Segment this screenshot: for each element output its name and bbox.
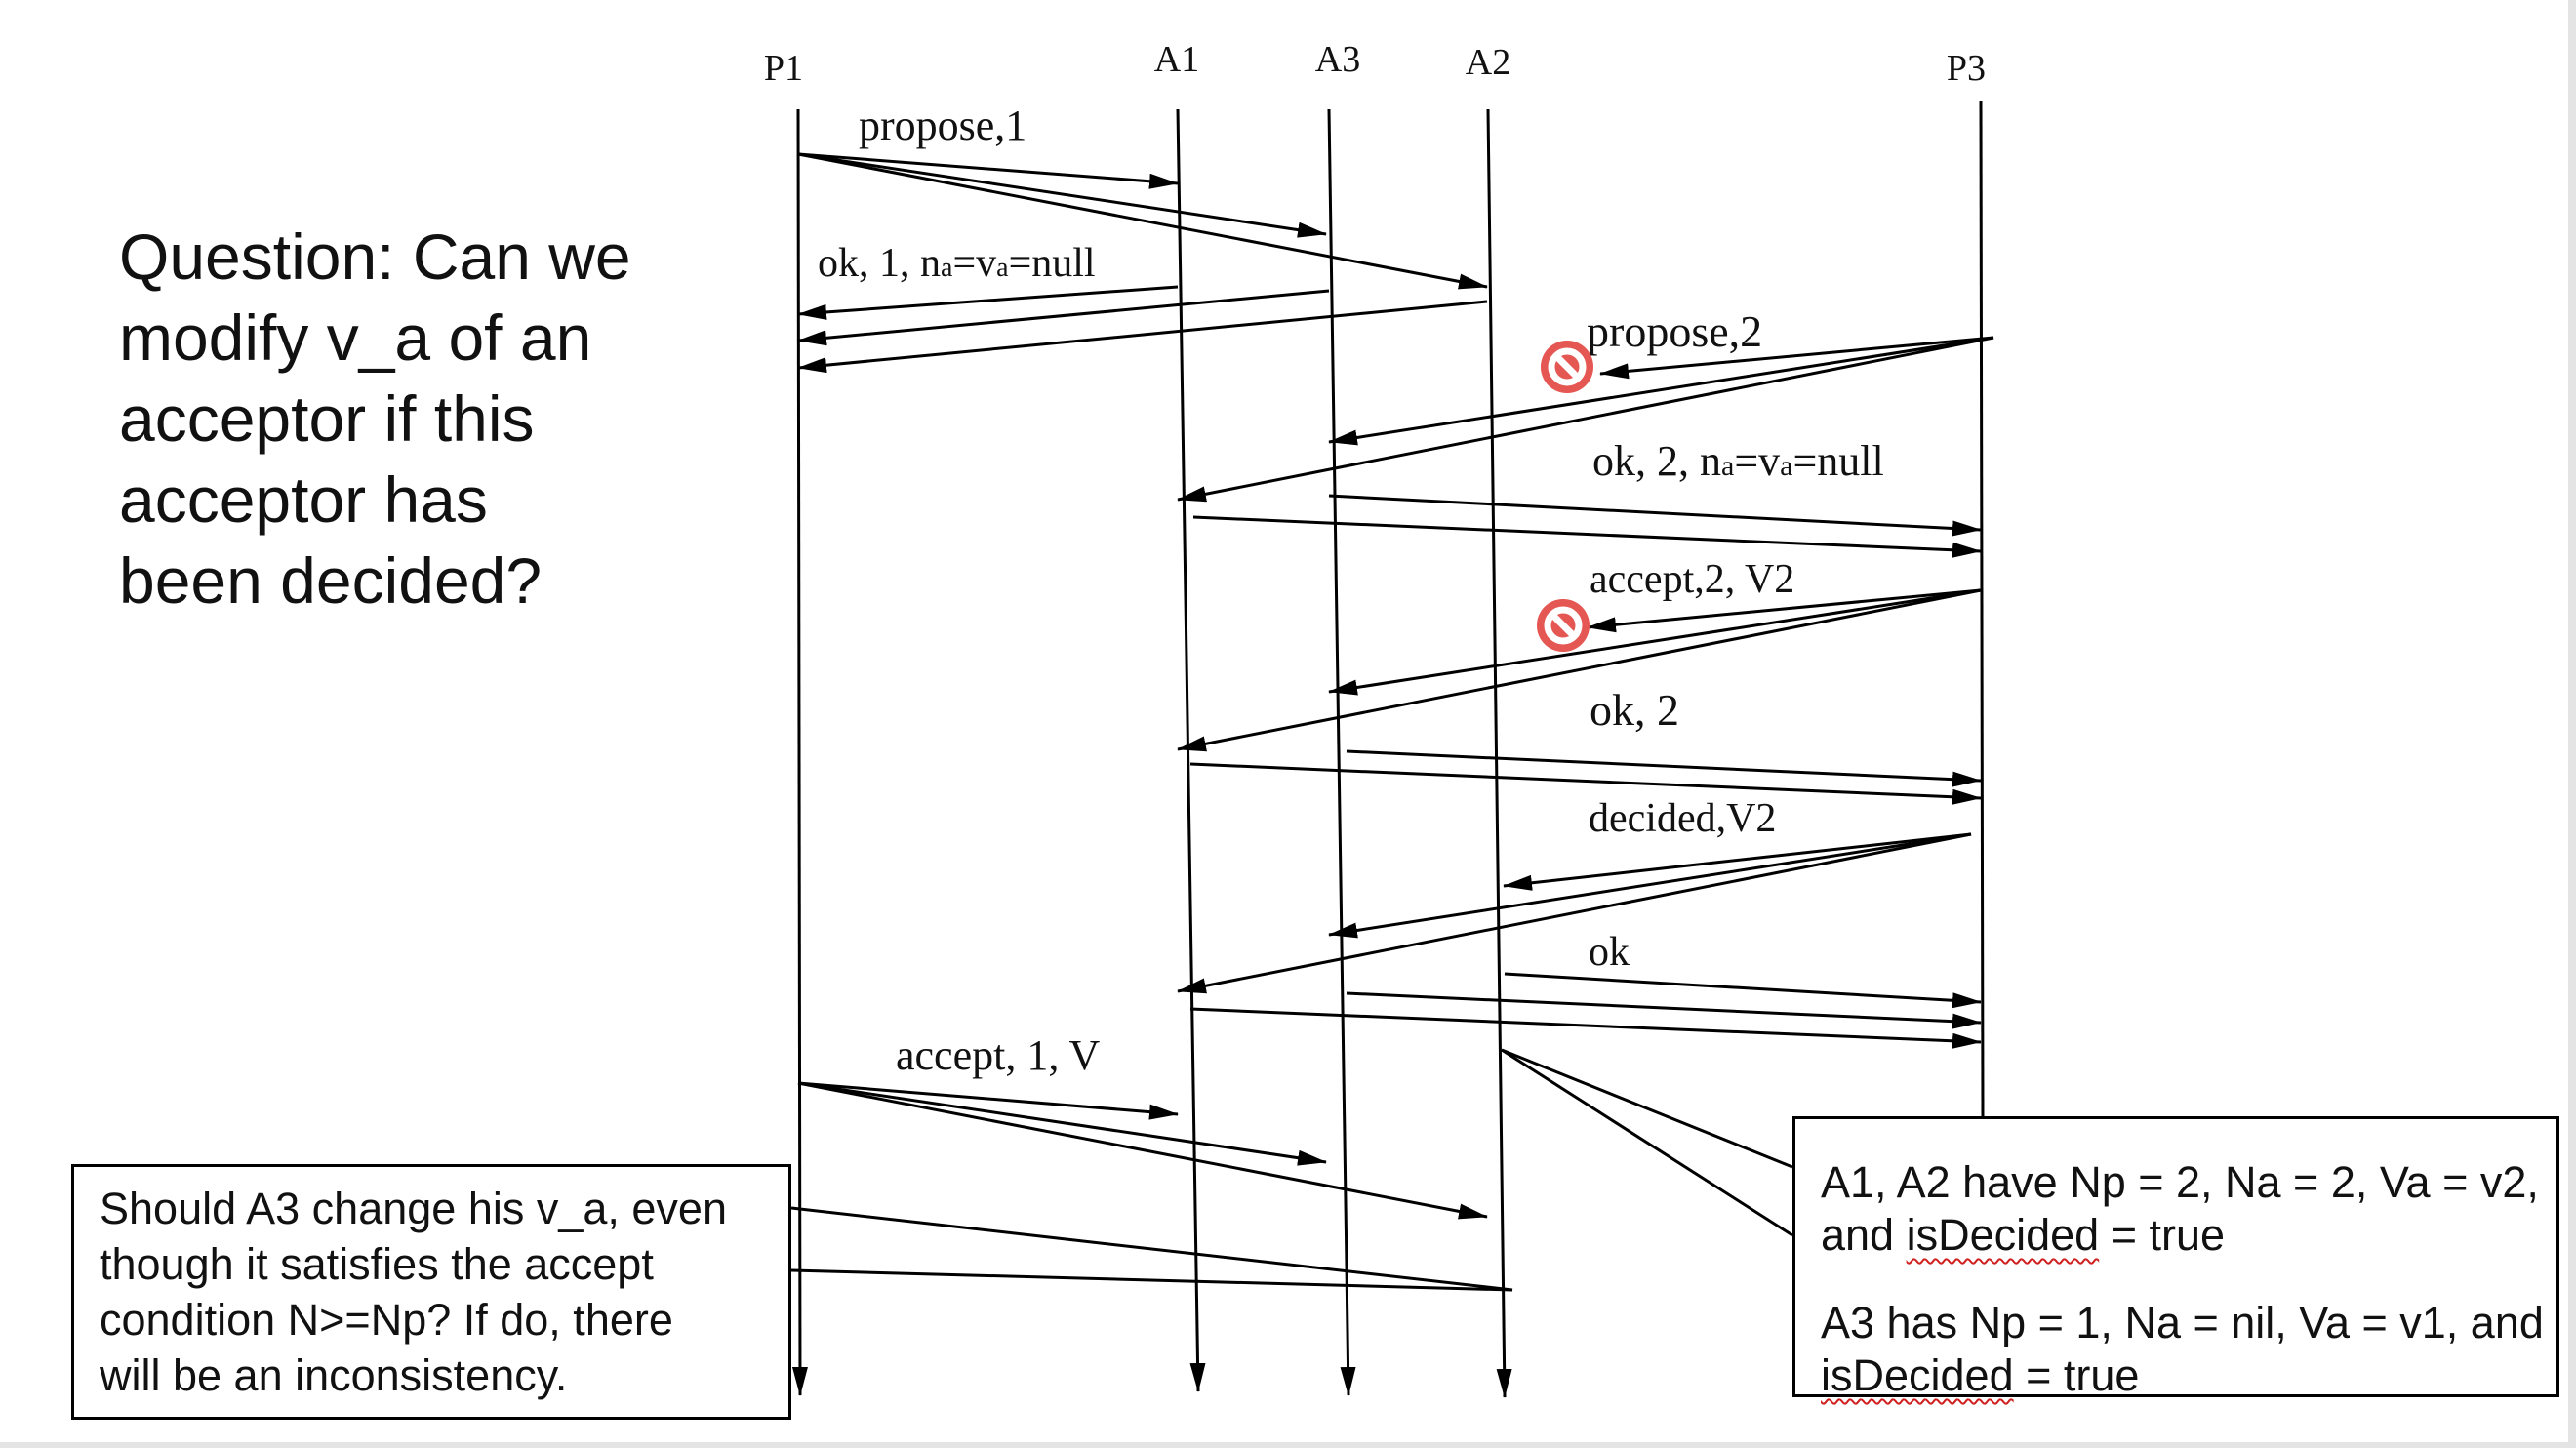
no-entry-icon	[1537, 599, 1590, 652]
arrow-accept2-to-a2-blocked	[1587, 588, 1982, 633]
frame-edge-right	[2568, 0, 2576, 1448]
process-label-p1: P1	[764, 48, 803, 89]
state-text: and	[1821, 1210, 1907, 1260]
state-line-a3: A3 has Np = 1, Na = nil, Va = v1, and	[1821, 1298, 2544, 1347]
arrow-accept1-to-a3	[797, 1081, 1327, 1166]
question-line: modify v_a of an	[119, 302, 592, 374]
label-propose2: propose,2	[1587, 306, 1762, 356]
arrow-decided-to-a2	[1503, 832, 1972, 891]
lifeline-a3	[1327, 108, 1356, 1396]
state-line-a3-decided: isDecided = true	[1821, 1349, 2547, 1402]
arrow-ok1-from-a1	[797, 285, 1179, 320]
arrow-propose1-to-a3	[797, 152, 1327, 238]
question-line: Question: Can we	[119, 221, 631, 293]
note-line: condition N>=Np? If do, there	[100, 1295, 673, 1345]
state-text: = true	[2099, 1210, 2226, 1260]
state-text: = true	[2013, 1350, 2140, 1400]
question-line: acceptor has	[119, 463, 488, 536]
process-label-a3: A3	[1315, 39, 1360, 80]
arrow-ok2-from-a1	[1192, 515, 1982, 558]
arrow-decided-ok-from-a3	[1346, 991, 1982, 1029]
arrow-decided-ok-from-a2	[1504, 972, 1982, 1009]
no-entry-icon	[1541, 341, 1593, 393]
label-decided: decided,V2	[1589, 796, 1776, 841]
process-label-a1: A1	[1154, 39, 1199, 80]
arrow-propose2-to-a2-blocked	[1599, 336, 1994, 380]
arrow-accepted-ok-from-a1	[1189, 762, 1982, 805]
note-line: will be an inconsistency.	[100, 1350, 568, 1400]
state-line-a1-a2-decided: and isDecided = true	[1821, 1209, 2547, 1262]
label-accept2: accept,2, V2	[1590, 557, 1794, 602]
lifeline-p3	[1979, 101, 1985, 1121]
question-line: acceptor if this	[119, 382, 535, 455]
label-ok1: ok, 1, na=va=null	[818, 241, 1096, 286]
inconsistency-note-box: Should A3 change his v_a, even though it…	[71, 1164, 791, 1420]
callout-leader-question	[790, 1206, 1513, 1292]
arrow-accept2-to-a1	[1177, 588, 1982, 752]
lifeline-a1	[1176, 108, 1206, 1392]
callout-leader-state-lower	[1501, 1048, 1793, 1169]
label-accept1: accept, 1, V	[896, 1031, 1101, 1079]
frame-edge-bottom	[0, 1442, 2576, 1448]
state-line-a1-a2: A1, A2 have Np = 2, Na = 2, Va = v2,	[1821, 1157, 2539, 1207]
label-accepted-ok: ok, 2	[1590, 685, 1679, 735]
arrow-propose1-to-a2	[797, 152, 1488, 290]
arrow-accepted-ok-from-a3	[1346, 749, 1982, 787]
arrow-ok1-from-a2	[797, 300, 1488, 374]
label-ok2: ok, 2, na=va=null	[1592, 437, 1884, 485]
lifeline-a2	[1486, 108, 1512, 1398]
acceptor-state-note-box: A1, A2 have Np = 2, Na = 2, Va = v2, and…	[1792, 1116, 2559, 1400]
arrow-accept2-to-a3	[1328, 588, 1982, 696]
state-keyword: isDecided	[1906, 1210, 2100, 1260]
arrow-propose2-to-a3	[1328, 336, 1994, 446]
note-line: Should A3 change his v_a, even	[100, 1184, 727, 1233]
arrow-ok1-from-a3	[797, 289, 1330, 346]
lifeline-p1	[791, 108, 808, 1396]
note-line: though it satisfies the accept	[100, 1239, 654, 1289]
arrow-decided-to-a3	[1328, 832, 1972, 939]
arrow-propose2-to-a1	[1177, 336, 1994, 503]
label-propose1: propose,1	[859, 101, 1026, 149]
arrow-accept1-to-a1	[797, 1081, 1179, 1120]
arrow-ok2-from-a3	[1328, 494, 1982, 537]
state-keyword: isDecided	[1821, 1350, 2014, 1400]
question-text: Question: Can we modify v_a of an accept…	[119, 217, 724, 622]
label-decided-ok: ok	[1589, 930, 1630, 975]
process-label-p3: P3	[1947, 48, 1986, 89]
process-label-a2: A2	[1466, 42, 1510, 83]
arrow-decided-to-a1	[1177, 832, 1972, 994]
arrow-decided-ok-from-a1	[1189, 1007, 1982, 1049]
question-line: been decided?	[119, 544, 543, 617]
arrow-accept1-to-a2	[797, 1081, 1488, 1220]
arrow-propose1-to-a1	[797, 152, 1179, 189]
callout-leader-state-upper	[1501, 1048, 1793, 1237]
